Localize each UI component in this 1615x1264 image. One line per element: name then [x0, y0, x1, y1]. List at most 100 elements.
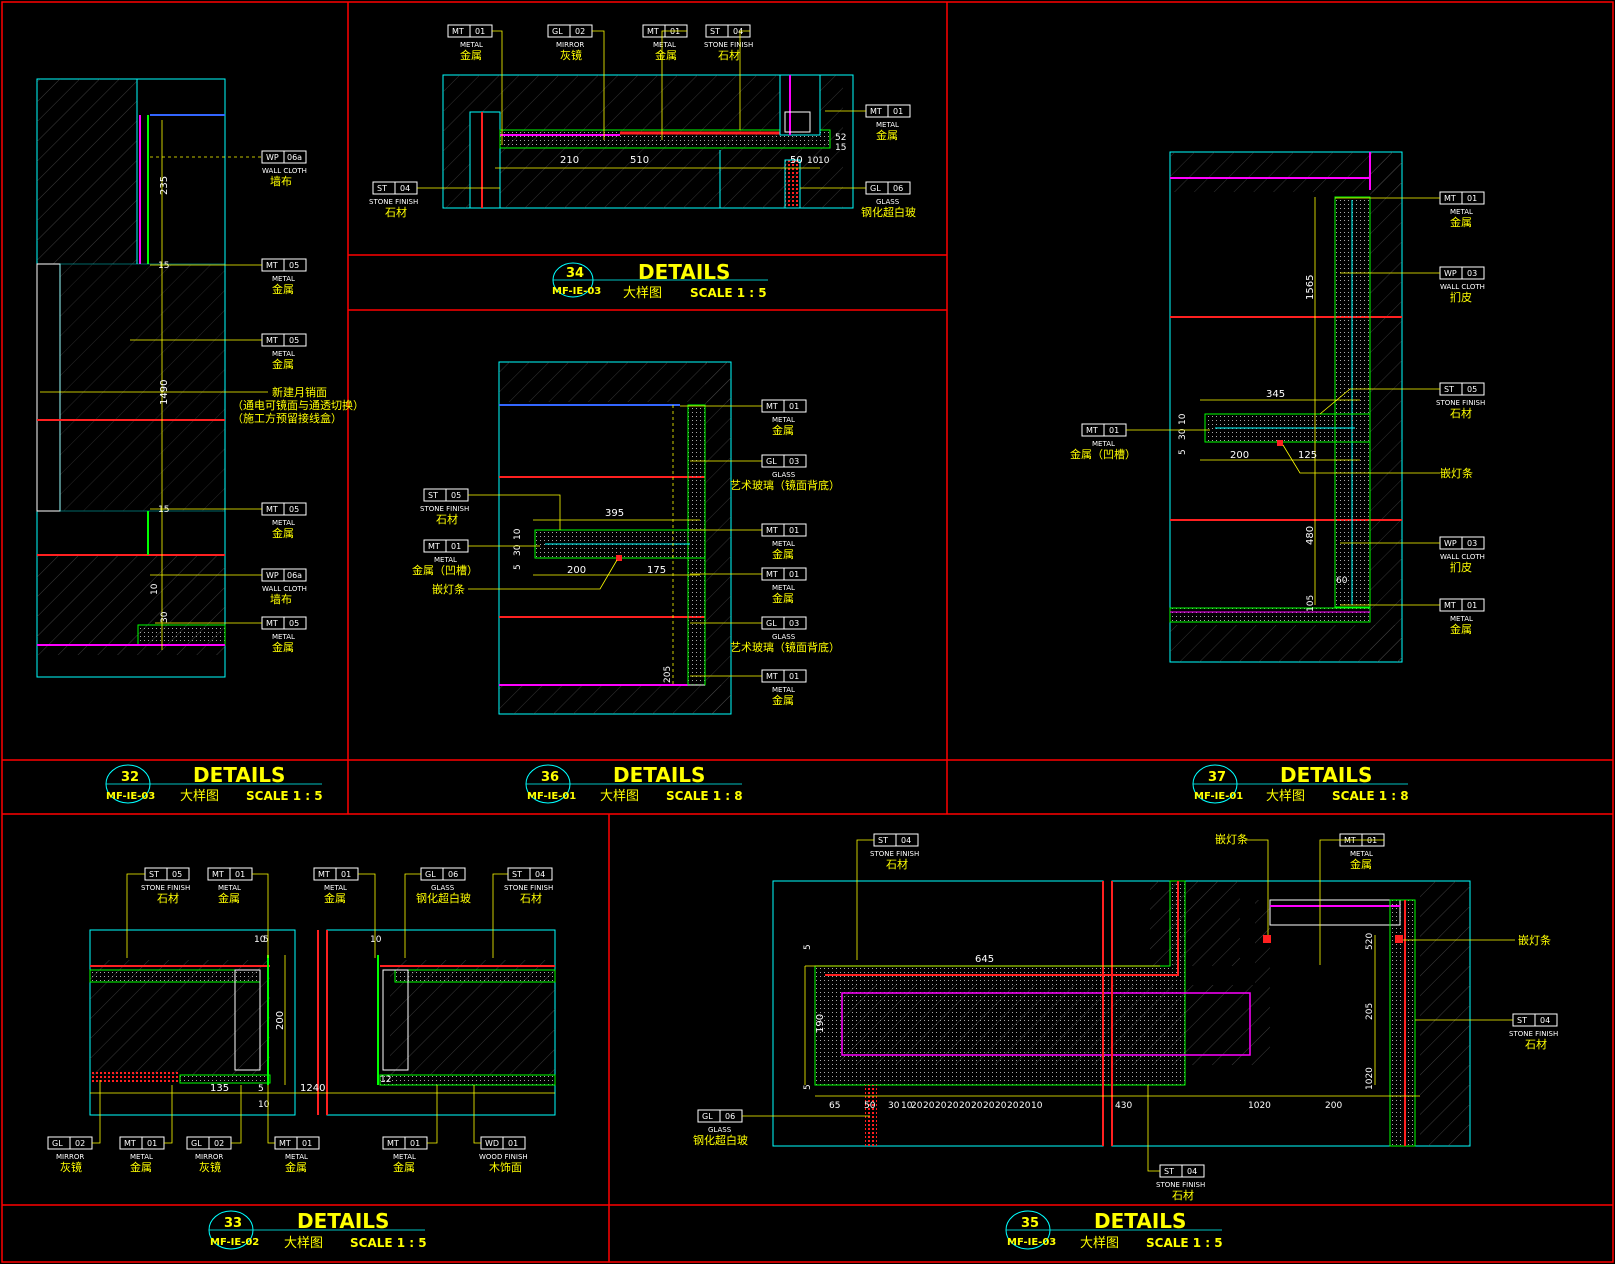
svg-text:02: 02	[214, 1139, 224, 1148]
dim-label: 5	[803, 1084, 813, 1090]
svg-text:03: 03	[1467, 269, 1477, 278]
svg-text:ST: ST	[512, 870, 522, 879]
light-strip-label: 嵌灯条	[1518, 933, 1551, 947]
svg-text:WP: WP	[266, 153, 279, 162]
svg-text:01: 01	[341, 870, 351, 879]
svg-text:STONE FINISH: STONE FINISH	[141, 884, 190, 892]
svg-text:MT: MT	[266, 261, 278, 270]
dim-label: 30	[1178, 428, 1188, 440]
svg-text:墙布: 墙布	[270, 174, 292, 188]
dim-label: 1020	[1365, 1067, 1375, 1090]
svg-text:STONE FINISH: STONE FINISH	[1156, 1181, 1205, 1189]
svg-text:金属: 金属	[272, 357, 294, 371]
svg-text:金属: 金属	[1350, 857, 1372, 871]
svg-text:MT: MT	[766, 526, 778, 535]
svg-text:MT: MT	[1444, 194, 1456, 203]
svg-text:05: 05	[289, 619, 299, 628]
svg-text:MT: MT	[387, 1139, 399, 1148]
dim-label: 10	[1178, 413, 1188, 425]
svg-text:石材: 石材	[1172, 1188, 1194, 1202]
svg-text:01: 01	[147, 1139, 157, 1148]
svg-text:金属: 金属	[272, 282, 294, 296]
svg-text:ST: ST	[149, 870, 159, 879]
detail-37-title-block: 37 MF-IE-01 DETAILS 大样图 SCALE 1 : 8	[1192, 763, 1409, 804]
dim-label: 50	[790, 155, 803, 166]
dim-label: 5	[513, 564, 523, 570]
svg-text:MT: MT	[1086, 426, 1098, 435]
svg-text:GL: GL	[870, 184, 881, 193]
svg-text:石材: 石材	[520, 891, 542, 905]
svg-text:05: 05	[451, 491, 461, 500]
detail-scale: SCALE 1 : 8	[666, 789, 743, 803]
dim-label: 20	[971, 1101, 983, 1111]
svg-text:MT: MT	[124, 1139, 136, 1148]
svg-text:STONE FINISH: STONE FINISH	[704, 41, 753, 49]
dim-label: 175	[647, 565, 666, 576]
dim-label: 65	[829, 1101, 840, 1111]
dim-label: 20	[923, 1101, 935, 1111]
svg-text:艺术玻璃（镜面背底）: 艺术玻璃（镜面背底）	[730, 640, 840, 654]
svg-text:METAL: METAL	[772, 540, 795, 548]
svg-text:06a: 06a	[287, 571, 302, 580]
svg-text:金属: 金属	[324, 891, 346, 905]
svg-text:STONE FINISH: STONE FINISH	[420, 505, 469, 513]
detail-title: DETAILS	[613, 763, 705, 787]
dim-label: 200	[275, 1011, 286, 1030]
svg-text:GL: GL	[702, 1112, 713, 1121]
svg-text:03: 03	[789, 619, 799, 628]
svg-text:GL: GL	[52, 1139, 63, 1148]
detail-35-drawing	[772, 880, 1471, 1147]
svg-text:MT: MT	[266, 619, 278, 628]
svg-text:钢化超白玻: 钢化超白玻	[861, 205, 916, 219]
dim-label: 1240	[300, 1083, 325, 1094]
detail-33-title-block: 33 MF-IE-02 DETAILS 大样图 SCALE 1 : 5	[208, 1209, 427, 1251]
svg-text:WD: WD	[485, 1139, 499, 1148]
detail-scale: SCALE 1 : 8	[1332, 789, 1409, 803]
sheet-ref: MF-IE-01	[1194, 791, 1243, 802]
dim-label: 430	[1115, 1101, 1132, 1111]
dim-label: 205	[663, 666, 673, 683]
svg-text:MT: MT	[766, 570, 778, 579]
svg-text:06: 06	[893, 184, 903, 193]
svg-text:MT: MT	[428, 542, 440, 551]
svg-text:04: 04	[1187, 1167, 1197, 1176]
svg-text:石材: 石材	[1450, 406, 1472, 420]
svg-text:01: 01	[1467, 601, 1477, 610]
dim-label: 20	[947, 1101, 959, 1111]
svg-text:01: 01	[410, 1139, 420, 1148]
detail-34-drawing	[442, 74, 854, 209]
svg-text:ST: ST	[878, 836, 888, 845]
detail-33-dimensions: 200 135 1240 10 5 10 5 10 12	[210, 935, 391, 1110]
svg-text:WOOD FINISH: WOOD FINISH	[479, 1153, 528, 1161]
detail-title: DETAILS	[297, 1209, 389, 1233]
detail-number: 37	[1208, 770, 1226, 785]
svg-text:MIRROR: MIRROR	[556, 41, 584, 49]
svg-text:MT: MT	[1344, 836, 1356, 845]
svg-text:金属（凹槽）: 金属（凹槽）	[1070, 447, 1136, 461]
svg-text:艺术玻璃（镜面背底）: 艺术玻璃（镜面背底）	[730, 478, 840, 492]
dim-label: 30	[513, 544, 523, 556]
dim-label: 12	[380, 1075, 391, 1085]
svg-text:ST: ST	[710, 27, 720, 36]
svg-text:01: 01	[789, 570, 799, 579]
dim-label: 1565	[1305, 275, 1316, 300]
dim-label: 10	[370, 935, 382, 945]
svg-text:METAL: METAL	[324, 884, 347, 892]
detail-36-dimensions: 395 200 175 5 30 10 205	[513, 508, 673, 683]
svg-text:石材: 石材	[886, 857, 908, 871]
detail-number: 36	[541, 770, 559, 785]
